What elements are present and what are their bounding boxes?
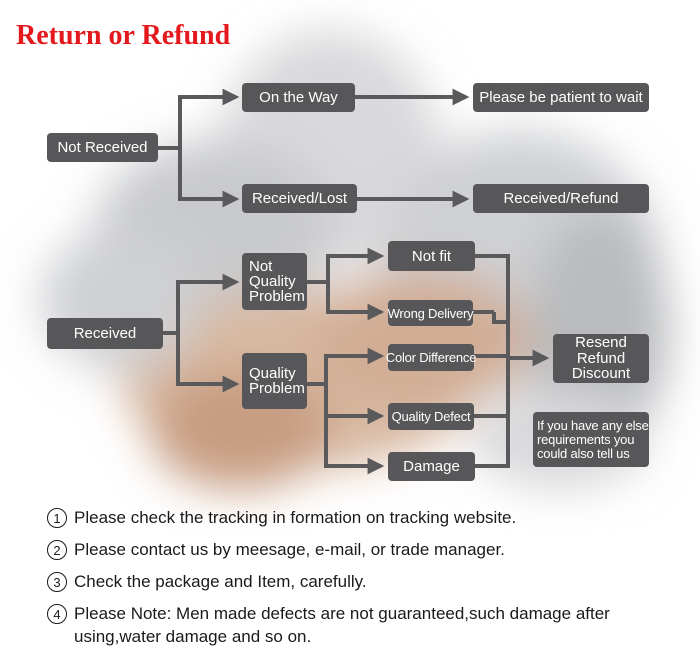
node-not-quality-line-3: Problem [249,288,305,305]
arrow-to-received-lost [178,148,240,208]
node-please-be-patient: Please be patient to wait [473,83,649,112]
arrow-to-not-quality [163,273,240,335]
node-resend-line-2: Refund [576,349,626,367]
arrow-to-color-difference [307,347,385,386]
node-other-line-2: requirements you [537,431,635,447]
note-item: 2 Please contact us by meesage, e-mail, … [47,538,687,561]
node-resend-line-3: Discount [571,365,631,383]
note-item: 3 Check the package and Item, carefully. [47,570,687,593]
node-damage: Damage [388,452,475,481]
arrow-to-damage [324,416,385,475]
node-not-quality-line-2: Quality [249,273,296,290]
notes-list: 1 Please check the tracking in formation… [47,506,687,657]
note-number: 3 [47,572,67,592]
arrow-to-quality-problem [176,333,240,393]
note-text: Please check the tracking in formation o… [74,508,517,527]
note-item: 1 Please check the tracking in formation… [47,506,687,529]
note-text: Check the package and Item, carefully. [74,572,367,591]
note-number: 2 [47,540,67,560]
arrow-to-on-the-way [158,88,240,150]
node-color-difference: Color Difference [386,344,476,371]
node-not-quality-line-1: Not [249,258,273,275]
node-quality-problem: Quality Problem [242,353,307,409]
arrow-wrong-delivery-down [492,312,508,324]
node-quality-problem-line-1: Quality [249,365,296,382]
node-quality-defect: Quality Defect [388,403,474,430]
node-on-the-way: On the Way [242,83,355,112]
node-other-requirements: If you have any else requirements you co… [533,412,649,467]
node-not-fit: Not fit [388,241,475,271]
note-number: 4 [47,604,67,624]
note-text: Please contact us by meesage, e-mail, or… [74,540,505,559]
arrow-to-quality-defect [324,384,385,425]
node-received: Received [47,318,163,349]
node-received-refund: Received/Refund [473,184,649,213]
note-text: Please Note: Men made defects are not gu… [74,604,610,646]
note-number: 1 [47,508,67,528]
node-wrong-delivery: Wrong Delivery [388,300,474,326]
node-other-line-1: If you have any else [537,417,649,433]
node-received-lost: Received/Lost [242,184,357,213]
node-other-line-3: could also tell us [537,445,630,461]
note-item: 4 Please Note: Men made defects are not … [47,602,687,648]
node-not-quality-problem: Not Quality Problem [242,253,307,310]
line-from-not-fit [475,254,510,468]
node-resend-refund-discount: Resend Refund Discount [553,334,649,383]
arrow-to-not-fit [307,247,385,284]
node-not-received: Not Received [47,133,158,162]
node-resend-line-1: Resend [575,334,627,352]
page-title: Return or Refund [16,20,231,51]
node-quality-problem-line-2: Problem [249,380,305,397]
arrow-to-wrong-delivery [326,282,385,321]
